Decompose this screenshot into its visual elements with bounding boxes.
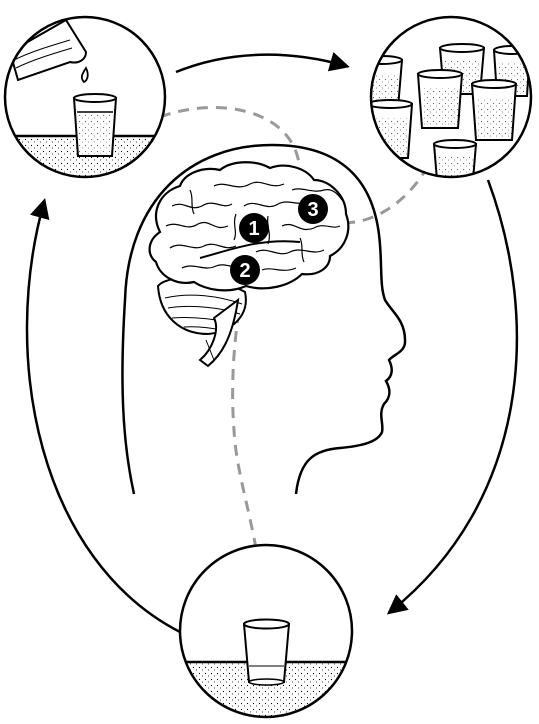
marker-1-label: 1 xyxy=(248,218,259,240)
brain xyxy=(148,161,350,368)
marker-3-label: 3 xyxy=(307,199,318,221)
glass-icon xyxy=(470,79,518,141)
glass-icon xyxy=(242,618,291,686)
marker-3: 3 xyxy=(298,194,328,224)
scene-single-glass xyxy=(178,543,354,719)
arrow-left xyxy=(25,198,181,634)
pitcher-icon xyxy=(8,18,88,82)
glass-icon xyxy=(432,139,478,177)
glass-icon xyxy=(416,69,464,129)
dashed-path-memory-1 xyxy=(159,106,302,234)
arrow-right xyxy=(386,179,519,615)
marker-2-label: 2 xyxy=(239,260,250,282)
scene-pouring xyxy=(3,15,167,179)
scene-many-glasses xyxy=(369,15,533,179)
marker-1: 1 xyxy=(239,213,269,243)
arrow-top xyxy=(175,51,350,74)
glass-icon xyxy=(492,45,531,97)
droplet-icon xyxy=(80,66,89,84)
glass-icon xyxy=(72,93,118,157)
marker-2: 2 xyxy=(230,255,260,285)
cycle-arrows xyxy=(25,51,519,634)
head-silhouette xyxy=(121,143,407,495)
